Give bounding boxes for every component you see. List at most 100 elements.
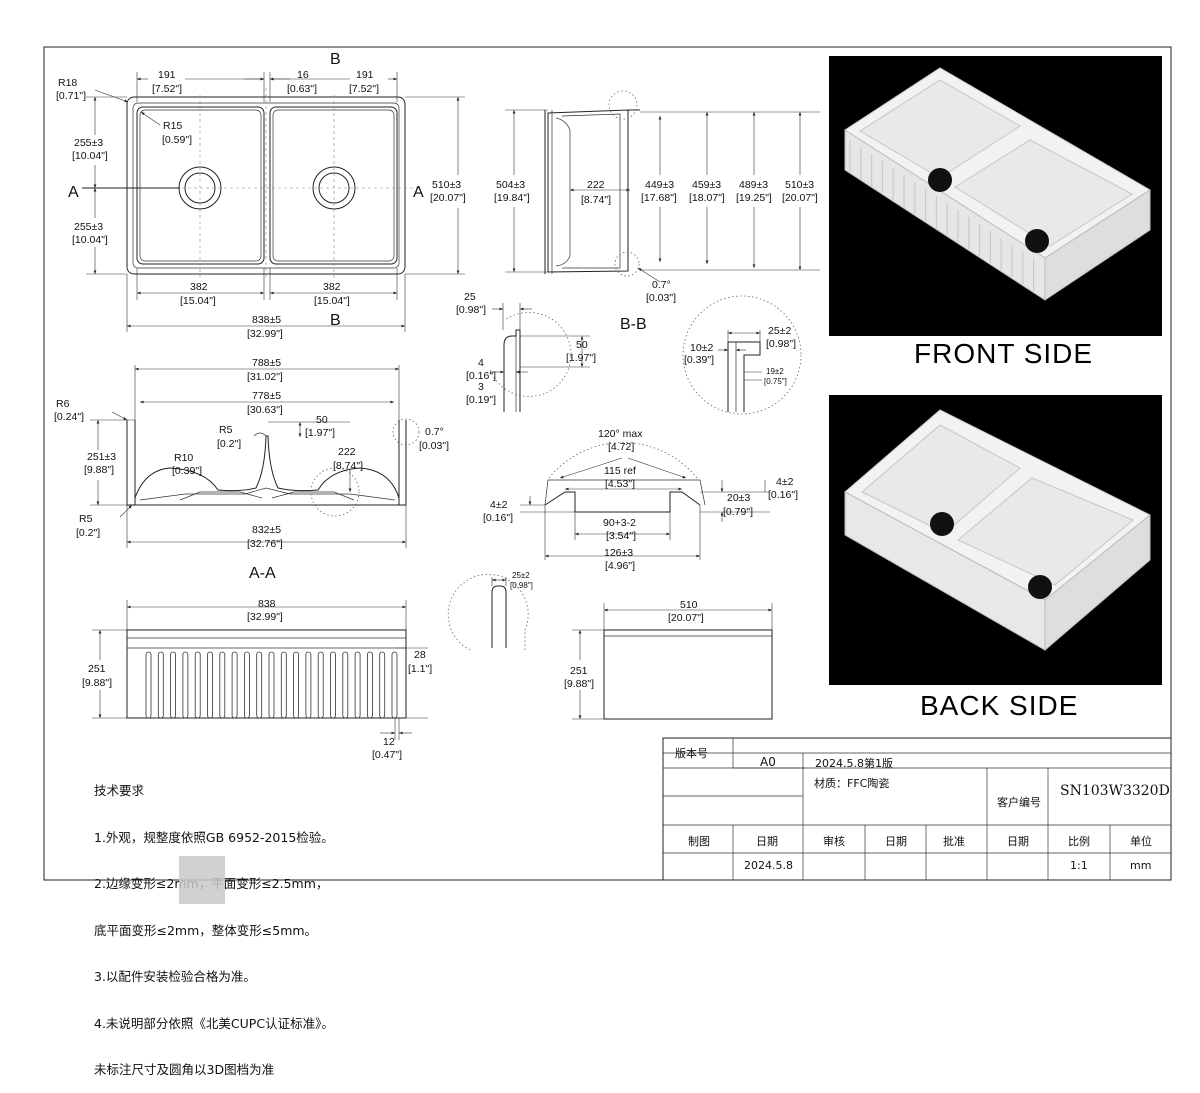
sheet-border <box>43 46 1172 881</box>
dim-50-small: 50 <box>576 339 588 351</box>
section-aa: A-A 788±5 [31.02"] 778±5 [30.63"] R6 [0.… <box>54 357 449 582</box>
dim-r10-in: [0.39"] <box>172 465 202 477</box>
apron-rib <box>391 651 398 719</box>
dim-449: 449±3 <box>645 179 674 191</box>
dim-832-in: [32.76"] <box>247 538 283 550</box>
apron-rib <box>293 651 300 719</box>
dim-222-aa: 222 <box>338 446 356 458</box>
dim-126: 126±3 <box>604 547 633 559</box>
dim-r15: R15 <box>163 120 182 132</box>
stamp-mark <box>179 856 225 904</box>
back-side-photo <box>829 395 1162 685</box>
rim-detail-small: 25 [0.98"] 50 [1.97"] 4 [0.16"] 3 [0.19"… <box>456 291 596 412</box>
tb-version-value: A0 <box>760 755 776 769</box>
apron-rib <box>182 651 189 719</box>
dim-4-small: 4 <box>478 357 484 369</box>
section-label-a-right: A <box>413 184 424 201</box>
dim-778-in: [30.63"] <box>247 404 283 416</box>
front-side-label: FRONT SIDE <box>914 338 1094 369</box>
section-title-aa: A-A <box>249 565 276 582</box>
tb-version-note: 2024.5.8第1版 <box>815 757 893 770</box>
technical-drawing-sheet: B B A A R18 [0.71"] 191 [7.52"] 16 [0.63… <box>43 46 1172 881</box>
dim-10-detail: 10±2 <box>690 342 713 354</box>
apron-rib <box>366 651 373 719</box>
dim-255-bottom: 255±3 <box>74 221 103 233</box>
title-block <box>662 737 1172 881</box>
apron-rib <box>330 651 336 719</box>
dim-251-aa-in: [9.88"] <box>84 464 114 476</box>
apron-rib <box>342 651 349 719</box>
dim-382-left: 382 <box>190 281 208 293</box>
photo-apron-ribs <box>849 140 1035 291</box>
dim-16: 16 <box>297 69 309 81</box>
notes-line-5: 4.未说明部分依照《北美CUPC认证标准》。 <box>94 1015 334 1031</box>
dim-28-in: [1.1"] <box>408 663 432 675</box>
dim-510-end: 510 <box>680 599 698 611</box>
dim-382-right: 382 <box>323 281 341 293</box>
dim-3-small-in: [0.19"] <box>466 394 496 406</box>
dim-510-in: [20.07"] <box>430 192 466 204</box>
dim-251-front: 251 <box>88 663 106 675</box>
tb-date3-label: 日期 <box>1007 835 1029 848</box>
dim-20: 20±3 <box>727 492 750 504</box>
dim-838-front-in: [32.99"] <box>247 611 283 623</box>
apron-rib <box>157 651 164 719</box>
dim-20-in: [0.79"] <box>723 506 753 518</box>
tb-date2-label: 日期 <box>885 835 907 848</box>
rim-detail-right: 10±2 [0.39"] 25±2 [0.98"] 19±2 [0.75"] <box>682 295 802 415</box>
dim-489-in: [19.25"] <box>736 192 772 204</box>
dim-510-end-in: [20.07"] <box>668 612 704 624</box>
dim-120-angle-in: [4.72] <box>608 441 634 453</box>
dim-19-detail-in: [0.75"] <box>764 377 787 386</box>
dim-r5-lower: R5 <box>79 513 93 525</box>
dim-126-in: [4.96"] <box>605 560 635 572</box>
dim-12-in: [0.47"] <box>372 749 402 761</box>
dim-r6: R6 <box>56 398 70 410</box>
dim-255-top: 255±3 <box>74 137 103 149</box>
dim-838: 838±5 <box>252 314 281 326</box>
dim-838-front: 838 <box>258 598 276 610</box>
technical-notes: 技术要求 1.外观，规整度依照GB 6952-2015检验。 2.边缘变形≤2m… <box>94 752 334 1093</box>
tb-review-label: 审核 <box>823 835 845 848</box>
notes-line-4: 3.以配件安装检验合格为准。 <box>94 969 256 984</box>
dim-489: 489±3 <box>739 179 768 191</box>
dim-r6-in: [0.24"] <box>54 411 84 423</box>
dim-251-front-in: [9.88"] <box>82 677 112 689</box>
dim-191-right: 191 <box>356 69 374 81</box>
apron-rib <box>170 651 177 719</box>
section-title-bb: B-B <box>620 316 647 333</box>
apron-rib <box>243 651 250 719</box>
dim-251-aa: 251±3 <box>87 451 116 463</box>
dim-12: 12 <box>383 736 395 748</box>
tb-unit-value: mm <box>1130 859 1152 872</box>
dim-25-small: 25 <box>464 291 476 303</box>
dim-449-in: [17.68"] <box>641 192 677 204</box>
dim-90: 90+3-2 <box>603 517 636 529</box>
tb-material: 材质：FFC陶瓷 <box>814 777 890 790</box>
apron-rib <box>268 651 275 719</box>
dim-28: 28 <box>414 649 426 661</box>
drain-detail: 120° max [4.72] 115 ref [4.53"] 4±2 [0.1… <box>483 428 798 572</box>
notes-line-3: 底平面变形≤2mm，整体变形≤5mm。 <box>94 922 318 938</box>
tb-version-label: 版本号 <box>675 747 708 760</box>
dim-251-end-in: [9.88"] <box>564 678 594 690</box>
dim-r5-lower-in: [0.2"] <box>76 527 100 539</box>
tb-product-code: SN103W3320D <box>1060 783 1170 799</box>
dim-10-detail-in: [0.39"] <box>684 354 714 366</box>
dim-3-small: 3 <box>478 381 484 393</box>
dim-25-detail-in: [0.98"] <box>766 338 796 350</box>
dim-255-bottom-in: [10.04"] <box>72 234 108 246</box>
dim-222-bb-in: [8.74"] <box>581 194 611 206</box>
dim-25-rib: 25±2 <box>512 571 530 580</box>
apron-rib <box>317 651 324 719</box>
apron-ribs <box>145 651 398 719</box>
dim-510-bb-in: [20.07"] <box>782 192 818 204</box>
front-apron-outline <box>126 629 407 719</box>
dim-504: 504±3 <box>496 179 525 191</box>
dim-4-small-in: [0.16"] <box>466 370 496 382</box>
dim-90-in: [3.54"] <box>606 530 636 542</box>
dim-459: 459±3 <box>692 179 721 191</box>
dim-4-left: 4±2 <box>490 499 508 511</box>
apron-rib <box>194 651 201 719</box>
dim-115: 115 ref <box>604 465 636 477</box>
